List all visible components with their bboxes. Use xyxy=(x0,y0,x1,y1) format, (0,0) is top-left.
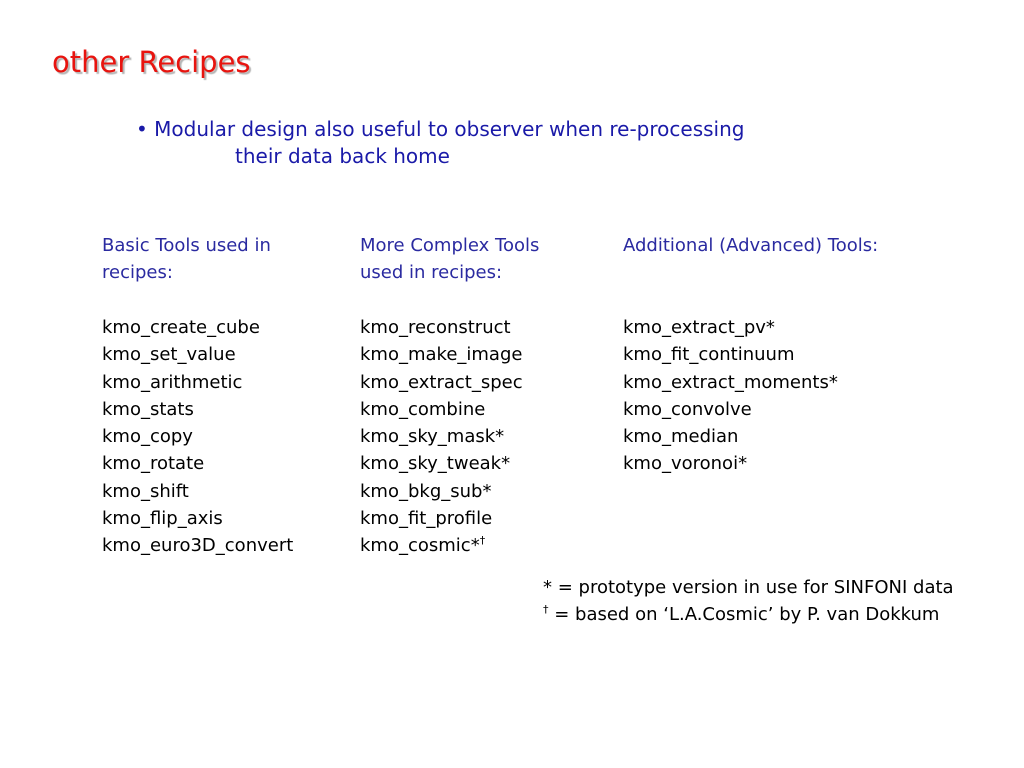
dagger-superscript: † xyxy=(479,534,486,548)
tool-item: kmo_shift xyxy=(102,480,189,502)
tool-item: kmo_rotate xyxy=(102,453,205,475)
slide-title: other Recipes xyxy=(52,45,251,79)
column-heading: More Complex Tools used in recipes: xyxy=(360,235,540,284)
footnotes: * = prototype version in use for SINFONI… xyxy=(543,574,954,631)
tool-item: kmo_copy xyxy=(102,426,193,448)
column-heading: Basic Tools used in recipes: xyxy=(102,235,271,284)
bullet-point: • Modular design also useful to observer… xyxy=(136,116,856,170)
bullet-marker: • xyxy=(136,117,148,141)
tool-item: kmo_cosmic*† xyxy=(360,534,486,557)
column-heading: Additional (Advanced) Tools: xyxy=(623,235,879,256)
tool-item: kmo_combine xyxy=(360,398,486,420)
tool-item: kmo_sky_tweak* xyxy=(360,453,511,475)
tool-item: kmo_extract_pv* xyxy=(623,317,775,338)
bullet-text-line1: Modular design also useful to observer w… xyxy=(154,117,745,141)
tool-item: kmo_convolve xyxy=(623,398,752,420)
prototype-note: * = prototype version in use for SINFONI… xyxy=(543,577,954,598)
tool-item: kmo_create_cube xyxy=(102,317,260,338)
tool-item: kmo_extract_spec xyxy=(360,371,523,393)
tool-item: kmo_fit_profile xyxy=(360,508,493,530)
tool-item: kmo_euro3D_convert xyxy=(102,535,294,557)
tool-item: kmo_stats xyxy=(102,398,194,420)
tool-item: kmo_flip_axis xyxy=(102,508,223,530)
basic-tools-column: Basic Tools used in recipes: kmo_create_… xyxy=(102,232,293,560)
dagger-symbol: † xyxy=(543,603,549,617)
tool-item: kmo_sky_mask* xyxy=(360,426,505,448)
tool-item: kmo_bkg_sub* xyxy=(360,480,492,502)
dagger-note: † = based on ‘L.A.Cosmic’ by P. van Dokk… xyxy=(543,603,940,626)
tool-item: kmo_voronoi* xyxy=(623,453,748,475)
bullet-text-line2: their data back home xyxy=(235,144,450,168)
tool-item: kmo_arithmetic xyxy=(102,371,243,393)
tool-item: kmo_set_value xyxy=(102,344,236,366)
tool-item: kmo_make_image xyxy=(360,344,523,366)
tool-item: kmo_extract_moments* xyxy=(623,371,838,393)
complex-tools-column: More Complex Tools used in recipes: kmo_… xyxy=(360,232,539,562)
advanced-tools-column: Additional (Advanced) Tools: kmo_extract… xyxy=(623,232,878,478)
tool-item: kmo_median xyxy=(623,426,739,448)
tool-item: kmo_reconstruct xyxy=(360,317,511,338)
tool-item: kmo_fit_continuum xyxy=(623,344,795,366)
